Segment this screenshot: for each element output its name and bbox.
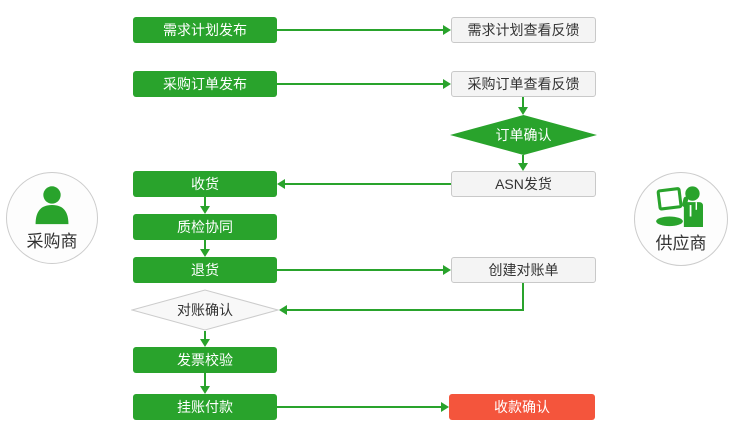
node-asn-ship: ASN发货: [451, 171, 596, 197]
actor-buyer: 采购商: [6, 172, 98, 264]
arrowhead-right: [443, 79, 451, 89]
connector-demand-plan-line: [277, 29, 443, 31]
node-statement-confirm: 对账确认: [131, 289, 279, 331]
connector-confirm-to-invoice: [204, 331, 206, 339]
arrowhead-down: [200, 249, 210, 257]
node-po-publish: 采购订单发布: [133, 71, 277, 97]
person-icon: [35, 186, 69, 225]
node-label: 对账确认: [177, 302, 233, 318]
actor-supplier: 供应商: [634, 172, 728, 266]
connector-return-to-statement: [277, 269, 443, 271]
arrowhead-down: [518, 163, 528, 171]
node-label: 订单确认: [495, 127, 552, 143]
connector-quality-to-return: [204, 240, 206, 249]
node-receive: 收货: [133, 171, 277, 197]
diamond-shape: [450, 115, 597, 155]
arrowhead-down: [200, 386, 210, 394]
connector-invoice-to-payment: [204, 373, 206, 386]
node-create-statement: 创建对账单: [451, 257, 596, 283]
arrowhead-down: [200, 339, 210, 347]
actor-supplier-label: 供应商: [655, 234, 707, 253]
person-laptop-icon: [656, 186, 703, 228]
arrowhead-left: [277, 179, 285, 189]
node-po-feedback: 采购订单查看反馈: [451, 71, 596, 97]
node-demand-plan-feedback: 需求计划查看反馈: [451, 17, 596, 43]
connector-po-feedback-to-confirm: [522, 97, 524, 107]
node-book-payment: 挂账付款: [133, 394, 277, 420]
diamond-shape: [131, 289, 279, 331]
arrowhead-right: [441, 402, 449, 412]
node-demand-plan-publish: 需求计划发布: [133, 17, 277, 43]
node-return-goods: 退货: [133, 257, 277, 283]
node-order-confirm: 订单确认: [450, 115, 597, 155]
arrowhead-right: [443, 265, 451, 275]
connector-payment-to-confirm: [277, 406, 441, 408]
connector-statement-elbow-h: [287, 309, 524, 311]
arrowhead-right: [443, 25, 451, 35]
actor-buyer-label: 采购商: [26, 232, 78, 251]
node-payment-confirm: 收款确认: [449, 394, 595, 420]
connector-receive-to-quality: [204, 197, 206, 206]
connector-po-line: [277, 83, 443, 85]
arrowhead-left: [279, 305, 287, 315]
arrowhead-down: [200, 206, 210, 214]
arrowhead-down: [518, 107, 528, 115]
connector-asn-to-receive: [285, 183, 451, 185]
node-invoice-verify: 发票校验: [133, 347, 277, 373]
connector-confirm-to-asn: [522, 155, 524, 163]
node-quality-check: 质检协同: [133, 214, 277, 240]
connector-statement-elbow-v: [522, 283, 524, 311]
